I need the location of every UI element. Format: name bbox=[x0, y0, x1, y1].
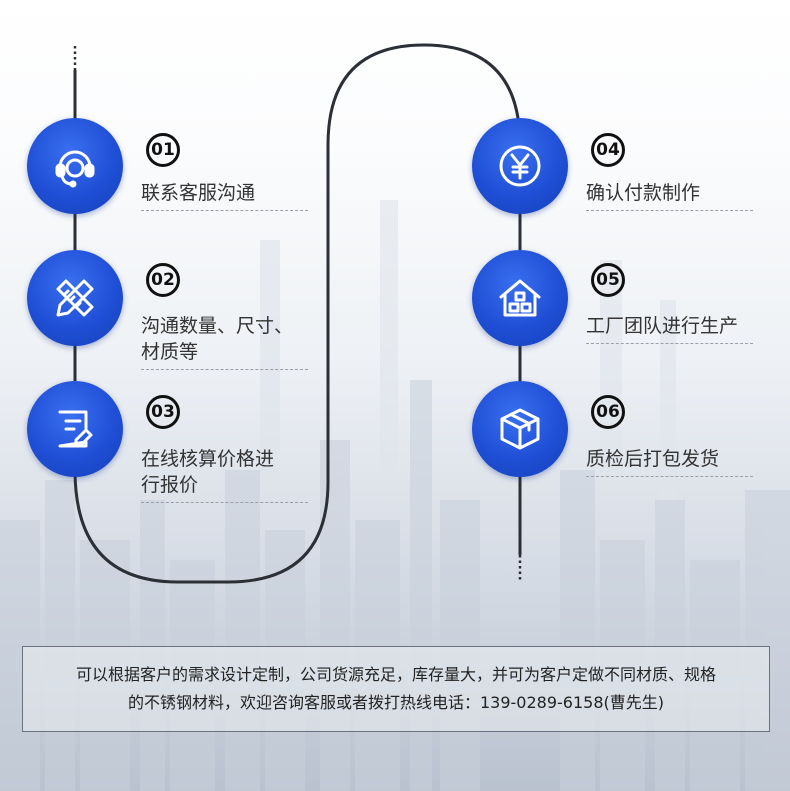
step-5-circle bbox=[472, 250, 568, 346]
step-3-label: 在线核算价格进 行报价 bbox=[141, 446, 308, 503]
step-1-number: 01 bbox=[146, 133, 180, 167]
step-6-label: 质检后打包发货 bbox=[586, 446, 753, 477]
step-2-number: 02 bbox=[146, 263, 180, 297]
contact-note-box: 可以根据客户的需求设计定制，公司货源充足，库存量大，并可为客户定做不同材质、规格… bbox=[22, 646, 770, 732]
yen-coin-icon bbox=[499, 145, 541, 187]
package-box-icon bbox=[500, 408, 540, 450]
ruler-pencil-icon bbox=[56, 279, 94, 317]
factory-house-icon bbox=[499, 279, 541, 317]
step-6-circle bbox=[472, 381, 568, 477]
step-3-circle bbox=[27, 381, 123, 477]
step-2-circle bbox=[27, 250, 123, 346]
step-5-label: 工厂团队进行生产 bbox=[586, 313, 753, 344]
step-4-number: 04 bbox=[591, 133, 625, 167]
step-6-number: 06 bbox=[591, 395, 625, 429]
step-2-label: 沟通数量、尺寸、 材质等 bbox=[141, 313, 308, 370]
headset-icon bbox=[55, 150, 95, 188]
quote-form-icon bbox=[58, 410, 93, 448]
step-1-circle bbox=[27, 118, 123, 214]
step-1-label: 联系客服沟通 bbox=[141, 180, 308, 211]
step-4-circle bbox=[472, 118, 568, 214]
step-4-label: 确认付款制作 bbox=[586, 180, 753, 211]
contact-note-line-2: 的不锈钢材料，欢迎咨询客服或者拨打热线电话：139-0289-6158(曹先生) bbox=[127, 693, 664, 712]
step-5-number: 05 bbox=[591, 263, 625, 297]
step-3-number: 03 bbox=[146, 395, 180, 429]
contact-note-line-1: 可以根据客户的需求设计定制，公司货源充足，库存量大，并可为客户定做不同材质、规格 bbox=[75, 665, 716, 684]
